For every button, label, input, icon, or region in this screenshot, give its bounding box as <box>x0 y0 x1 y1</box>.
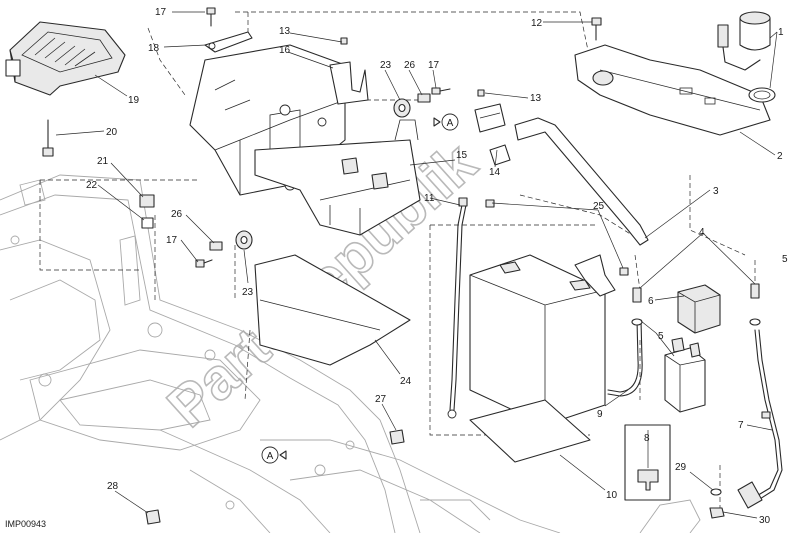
callout-11: 11 <box>424 193 435 204</box>
view-marker-a-top-label: A <box>447 118 454 129</box>
part-1-power-socket <box>717 11 776 103</box>
part-23-grommet-top <box>393 98 411 118</box>
callout-29: 29 <box>675 462 687 473</box>
callout-24: 24 <box>400 376 412 387</box>
callout-7: 7 <box>738 420 744 431</box>
callout-16: 16 <box>279 45 291 56</box>
part-7-positive-cable <box>737 329 783 509</box>
part-4-bolts <box>631 283 761 326</box>
callout-17-mid: 17 <box>428 60 440 71</box>
callout-28: 28 <box>107 481 119 492</box>
part-17-bolt-top <box>206 7 216 27</box>
callout-19: 19 <box>128 95 140 106</box>
part-3-battery-strap <box>514 117 649 246</box>
callout-23-low: 23 <box>242 287 254 298</box>
callout-15: 15 <box>456 150 468 161</box>
callout-27: 27 <box>375 394 387 405</box>
callout-22: 22 <box>86 180 98 191</box>
part-11-ground-cable <box>447 197 468 419</box>
part-20-bolt <box>42 119 54 157</box>
callout-5-right: 5 <box>782 254 788 265</box>
callout-3: 3 <box>713 186 719 197</box>
view-marker-a-bottom: A <box>261 446 287 464</box>
part-29-washer <box>710 488 722 496</box>
callout-13-right: 13 <box>530 93 542 104</box>
callout-30: 30 <box>759 515 771 526</box>
callout-13-left: 13 <box>279 26 291 37</box>
part-9-battery-cable <box>607 319 643 397</box>
part-30-nut <box>709 507 725 519</box>
view-marker-a-bottom-label: A <box>267 451 274 462</box>
part-23-grommet-low <box>235 230 253 250</box>
callout-4: 4 <box>699 227 705 238</box>
reference-code: IMP00943 <box>5 519 46 529</box>
part-28-nut <box>145 509 161 525</box>
callout-26-top: 26 <box>404 60 416 71</box>
callout-21: 21 <box>97 156 109 167</box>
callout-25: 25 <box>593 201 605 212</box>
part-22-grommet <box>141 217 154 229</box>
part-12-screw <box>591 17 602 41</box>
part-13-clip-right <box>474 89 506 133</box>
callout-labels: 17 18 19 20 21 22 26 17 23 13 16 23 26 1… <box>86 7 788 526</box>
callout-5-left: 5 <box>658 331 664 342</box>
part-14-clamp <box>489 144 511 166</box>
part-5-starter-relay <box>664 337 706 413</box>
part-6-relay-cover <box>677 284 721 334</box>
part-27-nut <box>389 429 405 445</box>
callout-10: 10 <box>606 490 618 501</box>
view-marker-a-top: A <box>433 113 459 131</box>
callout-12: 12 <box>531 18 543 29</box>
callout-18: 18 <box>148 43 160 54</box>
part-18-bracket <box>204 31 253 53</box>
callout-20: 20 <box>106 127 118 138</box>
callout-1: 1 <box>778 27 784 38</box>
part-17-bolt-mid <box>431 87 451 95</box>
callout-6: 6 <box>648 296 654 307</box>
callout-17-low: 17 <box>166 235 178 246</box>
part-24-rubber-mat <box>254 254 411 366</box>
part-25-terminal-bracket <box>485 199 629 297</box>
callout-14: 14 <box>489 167 501 178</box>
part-2-fuse-plate <box>574 44 771 136</box>
callout-8: 8 <box>644 433 650 444</box>
part-17-bolt-low <box>195 259 213 268</box>
part-21-nut <box>139 194 155 208</box>
part-26-spacer-top <box>417 93 431 103</box>
part-15-bracket <box>254 119 421 236</box>
part-8-fuse <box>624 424 671 501</box>
callout-23-top: 23 <box>380 60 392 71</box>
part-10-battery <box>469 254 606 463</box>
part-19-ecu <box>5 21 126 96</box>
callout-17-top: 17 <box>155 7 167 18</box>
leader-lines <box>55 11 778 519</box>
part-13-clip-left <box>329 37 369 105</box>
callout-2: 2 <box>777 151 783 162</box>
callout-26-low: 26 <box>171 209 183 220</box>
part-26-spacer-low <box>209 241 223 251</box>
callout-9: 9 <box>597 409 603 420</box>
